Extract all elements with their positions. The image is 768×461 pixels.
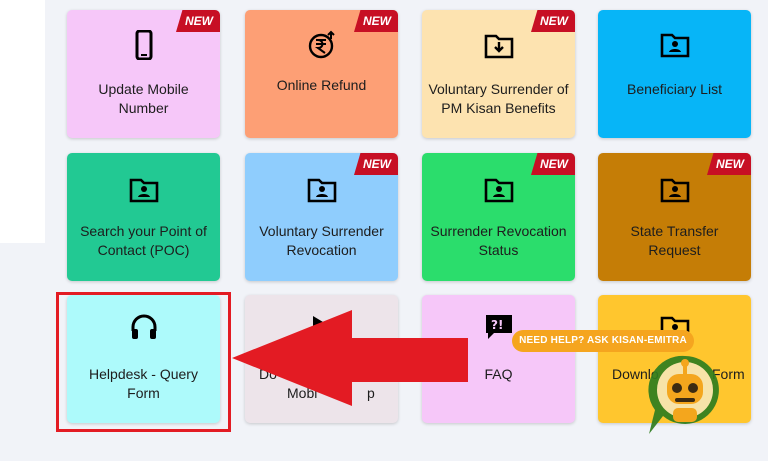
svg-text:?!: ?! bbox=[491, 318, 503, 332]
card-search-poc[interactable]: Search your Point of Contact (POC) bbox=[67, 153, 220, 281]
card-beneficiary-list[interactable]: Beneficiary List bbox=[598, 10, 751, 138]
card-voluntary-surrender[interactable]: Voluntary Surrender of PM Kisan Benefits… bbox=[422, 10, 575, 138]
new-badge: NEW bbox=[707, 153, 751, 175]
folder-download-icon bbox=[484, 30, 514, 60]
card-label: State Transfer Request bbox=[630, 223, 719, 258]
card-helpdesk-query-form[interactable]: Helpdesk - Query Form bbox=[67, 295, 220, 423]
rupee-refund-icon bbox=[307, 30, 337, 60]
card-label: Voluntary Surrender of PM Kisan Benefits bbox=[428, 81, 569, 116]
label-fragment: Downlo bbox=[612, 366, 659, 382]
mobile-phone-icon bbox=[129, 29, 159, 61]
label-fragment: p bbox=[367, 385, 375, 401]
bottom-strip bbox=[45, 432, 768, 461]
card-label: Surrender Revocation Status bbox=[430, 223, 567, 258]
new-badge: NEW bbox=[354, 10, 398, 32]
card-state-transfer-request[interactable]: State Transfer Request NEW bbox=[598, 153, 751, 281]
label-fragment: Form bbox=[712, 366, 745, 382]
new-badge: NEW bbox=[531, 153, 575, 175]
folder-user-icon bbox=[484, 175, 514, 205]
help-chat-button[interactable]: NEED HELP? ASK KISAN-EMITRA bbox=[512, 330, 694, 352]
card-label: Voluntary Surrender Revocation bbox=[259, 223, 384, 258]
card-update-mobile-number[interactable]: Update Mobile Number NEW bbox=[67, 10, 220, 138]
chatbot-avatar-icon[interactable] bbox=[645, 352, 725, 438]
card-label: Online Refund bbox=[276, 77, 367, 93]
new-badge: NEW bbox=[531, 10, 575, 32]
card-label: Update Mobile Number bbox=[98, 81, 189, 116]
folder-user-icon bbox=[129, 175, 159, 205]
new-badge: NEW bbox=[354, 153, 398, 175]
folder-user-icon bbox=[307, 175, 337, 205]
card-label: Search your Point of Contact (POC) bbox=[80, 223, 207, 258]
left-arrow-icon bbox=[232, 310, 468, 406]
card-label: Beneficiary List bbox=[627, 81, 722, 97]
card-surrender-revocation-status[interactable]: Surrender Revocation Status NEW bbox=[422, 153, 575, 281]
card-online-refund[interactable]: Online Refund NEW bbox=[245, 10, 398, 138]
card-label: FAQ bbox=[484, 366, 513, 382]
faq-chat-icon: ?! bbox=[484, 313, 514, 343]
card-label: Helpdesk - Query Form bbox=[89, 366, 198, 401]
left-panel bbox=[0, 0, 45, 243]
folder-user-icon bbox=[660, 30, 690, 60]
headset-icon bbox=[129, 313, 159, 343]
folder-user-icon bbox=[660, 175, 690, 205]
card-voluntary-surrender-revocation[interactable]: Voluntary Surrender Revocation NEW bbox=[245, 153, 398, 281]
new-badge: NEW bbox=[176, 10, 220, 32]
